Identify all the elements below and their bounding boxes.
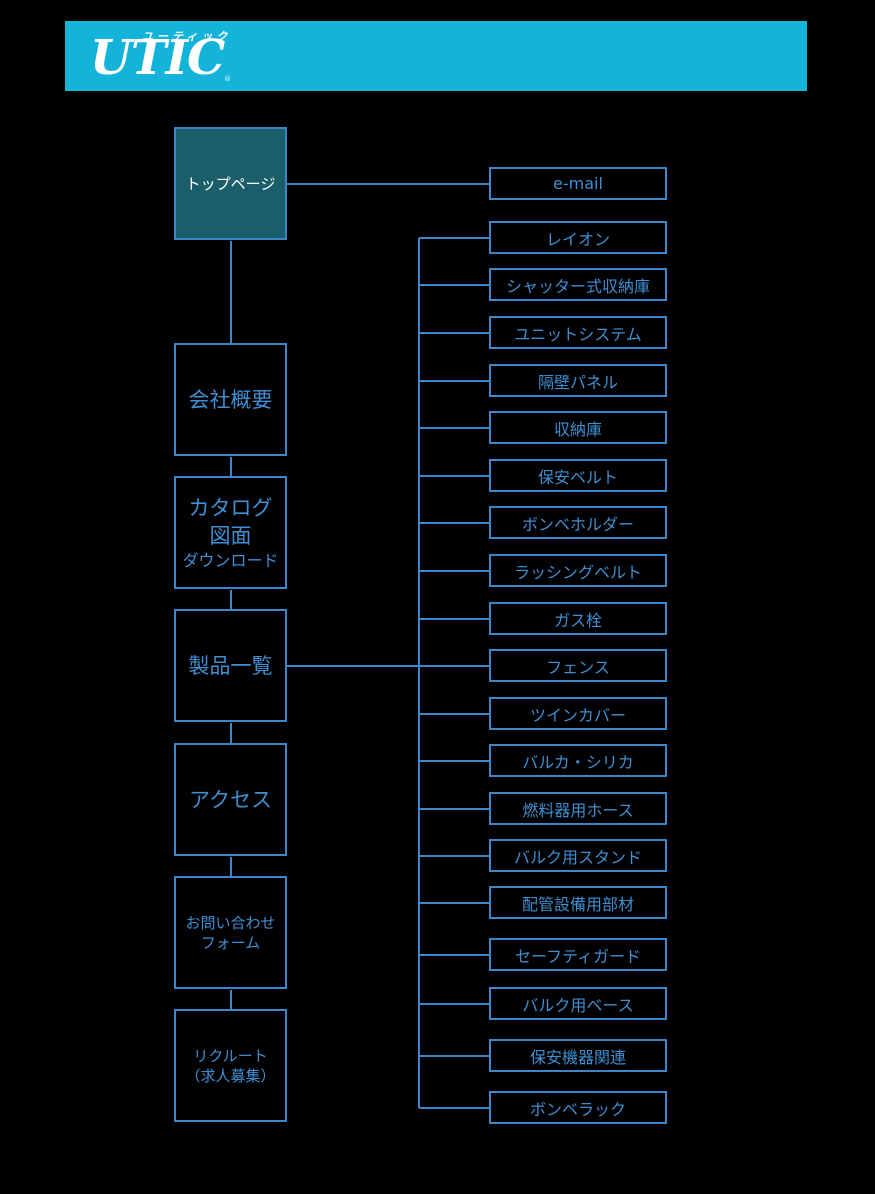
email-link-label: e-mail <box>553 174 603 193</box>
nav-company-label: 会社概要 <box>188 387 273 412</box>
product-item-label: ボンベホルダー <box>521 514 634 534</box>
product-item[interactable]: ラッシングベルト <box>489 554 667 587</box>
product-item[interactable]: 燃料器用ホース <box>489 792 667 825</box>
product-item[interactable]: バルク用ベース <box>489 987 667 1020</box>
product-item[interactable]: バルク用スタンド <box>489 839 667 872</box>
nav-contact-label-1: お問い合わせ <box>185 913 276 932</box>
nav-catalog-label-2: 図面 <box>209 524 252 548</box>
product-item-label: バルク用スタンド <box>513 847 642 867</box>
logo-kana: ユーティック <box>142 30 232 43</box>
nav-catalog[interactable]: カタログ 図面 ダウンロード <box>174 476 287 589</box>
product-item[interactable]: ツインカバー <box>489 697 667 730</box>
nav-contact-label-2: フォーム <box>200 933 261 952</box>
product-item-label: ボンベラック <box>529 1099 626 1119</box>
product-item[interactable]: フェンス <box>489 649 667 682</box>
product-item-label: ガス栓 <box>553 610 602 630</box>
product-item-label: 保安機器関連 <box>529 1047 626 1067</box>
product-item-label: セーフティガード <box>514 946 642 966</box>
product-item-label: レイオン <box>545 229 610 249</box>
product-item-label: 隔壁パネル <box>537 372 618 392</box>
nav-recruit[interactable]: リクルート （求人募集） <box>174 1009 287 1122</box>
nav-recruit-label-1: リクルート <box>193 1046 268 1065</box>
product-item-label: バルカ・シリカ <box>522 752 634 772</box>
product-item-label: 保安ベルト <box>537 467 618 487</box>
product-item-label: 燃料器用ホース <box>522 800 634 820</box>
product-item[interactable]: レイオン <box>489 221 667 254</box>
nav-recruit-label-2: （求人募集） <box>185 1066 276 1085</box>
nav-catalog-label-3: ダウンロード <box>182 551 279 570</box>
product-item-label: 配管設備用部材 <box>521 894 634 914</box>
product-item-label: シャッター式収納庫 <box>505 276 650 296</box>
registered-mark: ® <box>224 75 231 83</box>
product-item-label: ツインカバー <box>529 705 626 725</box>
product-item[interactable]: 保安ベルト <box>489 459 667 492</box>
email-link[interactable]: e-mail <box>489 167 667 200</box>
product-item[interactable]: ユニットシステム <box>489 316 667 349</box>
product-item[interactable]: 隔壁パネル <box>489 364 667 397</box>
product-item[interactable]: 配管設備用部材 <box>489 886 667 919</box>
product-item[interactable]: ボンベホルダー <box>489 506 667 539</box>
product-branches <box>419 237 489 1109</box>
product-item-label: 収納庫 <box>553 419 602 439</box>
nav-company[interactable]: 会社概要 <box>174 343 287 456</box>
product-item-label: ユニットシステム <box>514 324 642 344</box>
product-item[interactable]: セーフティガード <box>489 938 667 971</box>
product-item[interactable]: 収納庫 <box>489 411 667 444</box>
header-bar: ユーティック UTIC ® <box>65 21 807 91</box>
product-item-label: バルク用ベース <box>522 995 634 1015</box>
logo-text: UTIC <box>90 30 225 86</box>
nav-access[interactable]: アクセス <box>174 743 287 856</box>
nav-top-page[interactable]: トップページ <box>174 127 287 240</box>
nav-products[interactable]: 製品一覧 <box>174 609 287 722</box>
nav-catalog-label-1: カタログ <box>188 496 273 520</box>
product-item[interactable]: ガス栓 <box>489 602 667 635</box>
utic-logo[interactable]: ユーティック UTIC ® <box>90 27 240 89</box>
nav-access-label: アクセス <box>189 787 272 812</box>
product-item[interactable]: 保安機器関連 <box>489 1039 667 1072</box>
nav-products-label: 製品一覧 <box>188 653 273 678</box>
product-item[interactable]: ボンベラック <box>489 1091 667 1124</box>
product-item-label: フェンス <box>546 657 610 677</box>
nav-top-page-label: トップページ <box>185 175 276 193</box>
product-item[interactable]: シャッター式収納庫 <box>489 268 667 301</box>
product-item-label: ラッシングベルト <box>513 562 642 582</box>
nav-contact[interactable]: お問い合わせ フォーム <box>174 876 287 989</box>
product-item[interactable]: バルカ・シリカ <box>489 744 667 777</box>
